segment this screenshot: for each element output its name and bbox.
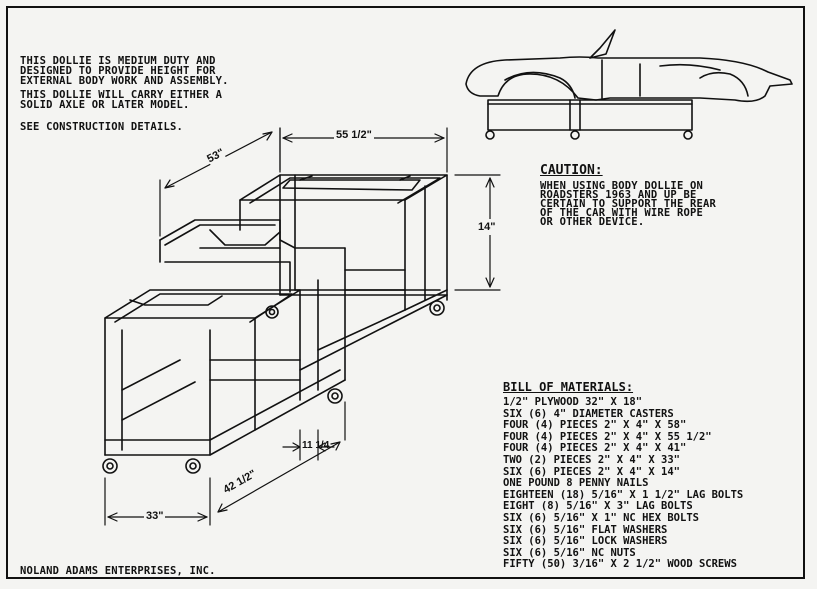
dimension-height: 14" — [478, 219, 496, 235]
note-line-5: SOLID AXLE OR LATER MODEL. — [20, 99, 190, 111]
caution-line-4: OF THE CAR WITH WIRE ROPE — [540, 207, 704, 219]
bom-item: SIX (6) PIECES 2" X 4" X 14" — [503, 465, 681, 478]
bom-item: FOUR (4) PIECES 2" X 4" X 58" — [503, 419, 687, 432]
caution-line-3: CERTAIN TO SUPPORT THE REAR — [540, 198, 717, 210]
dimension-front-width: 33" — [144, 510, 166, 522]
bom-item: TWO (2) PIECES 2" X 4" X 33" — [503, 453, 681, 466]
bom-item: 1/2" PLYWOOD 32" X 18" — [503, 396, 643, 408]
note-line-4: THIS DOLLIE WILL CARRY EITHER A — [20, 89, 223, 101]
note-line-3: EXTERNAL BODY WORK AND ASSEMBLY. — [20, 75, 229, 87]
bom-item: EIGHTEEN (18) 5/16" X 1 1/2" LAG BOLTS — [503, 488, 744, 501]
note-line-6: SEE CONSTRUCTION DETAILS. — [20, 121, 184, 133]
bom-list: 1/2" PLYWOOD 32" X 18" SIX (6) 4" DIAMET… — [503, 396, 744, 571]
bom-item: SIX (6) 5/16" LOCK WASHERS — [503, 535, 668, 548]
dollie-isometric-illustration — [102, 174, 448, 474]
bom-item: SIX (6) 5/16" NC NUTS — [503, 546, 636, 559]
bom-item: SIX (6) 4" DIAMETER CASTERS — [503, 407, 674, 420]
bom-item: ONE POUND 8 PENNY NAILS — [503, 477, 649, 490]
dimension-lines — [104, 127, 501, 526]
company-name: NOLAND ADAMS ENTERPRISES, INC. — [20, 565, 216, 577]
border-frame — [6, 6, 805, 579]
bom-item: SIX (6) 5/16" FLAT WASHERS — [503, 523, 668, 536]
bom-item: FOUR (4) PIECES 2" X 4" X 55 1/2" — [503, 430, 712, 443]
caution-line-1: WHEN USING BODY DOLLIE ON — [540, 180, 704, 192]
caution-title: CAUTION: — [540, 163, 603, 178]
dimension-offset: 11 1/4 — [302, 440, 330, 451]
note-line-1: THIS DOLLIE IS MEDIUM DUTY AND — [20, 55, 216, 67]
bom-item: SIX (6) 5/16" X 1" NC HEX BOLTS — [503, 511, 699, 524]
caution-line-5: OR OTHER DEVICE. — [540, 216, 645, 228]
bom-item: FOUR (4) PIECES 2" X 4" X 41" — [503, 442, 687, 455]
dimension-width-top: 55 1/2" — [334, 129, 374, 141]
bom-item: FIFTY (50) 3/16" X 2 1/2" WOOD SCREWS — [503, 558, 737, 571]
caution-line-2: ROADSTERS 1963 AND UP BE — [540, 189, 697, 201]
bom-item: EIGHT (8) 5/16" X 3" LAG BOLTS — [503, 500, 693, 513]
car-side-view-illustration — [465, 29, 793, 140]
bom-title: BILL OF MATERIALS: — [503, 380, 634, 394]
note-line-2: DESIGNED TO PROVIDE HEIGHT FOR — [20, 65, 216, 77]
